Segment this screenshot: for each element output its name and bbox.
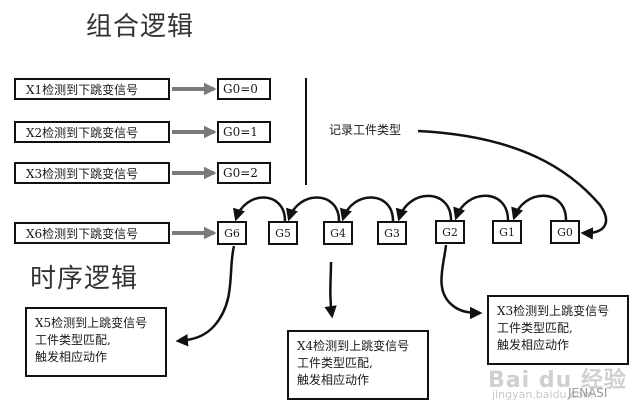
shift-arrow-g1-g2 bbox=[453, 194, 510, 221]
register-label: G4 bbox=[330, 226, 346, 240]
output-arrow-g6 bbox=[175, 245, 236, 347]
input-box-x3: X3检测到下跳变信号 bbox=[14, 162, 170, 184]
output-arrow-g2 bbox=[440, 244, 483, 320]
output-box-x5: X5检测到上跳变信号 工件类型匹配, 触发相应动作 bbox=[25, 307, 167, 377]
register-g3: G3 bbox=[377, 221, 407, 245]
register-g1: G1 bbox=[492, 220, 522, 244]
assign-box-g0-2: G0=2 bbox=[217, 162, 271, 184]
output-box-x3: X3检测到上跳变信号 工件类型匹配, 触发相应动作 bbox=[487, 295, 629, 365]
assign-label: G0=2 bbox=[223, 166, 258, 180]
input-box-x1: X1检测到下跳变信号 bbox=[14, 78, 170, 100]
output-line: 触发相应动作 bbox=[297, 373, 370, 387]
output-line: 工件类型匹配, bbox=[35, 333, 111, 347]
output-line: X5检测到上跳变信号 bbox=[35, 316, 148, 330]
output-line: X4检测到上跳变信号 bbox=[297, 339, 410, 353]
register-g5: G5 bbox=[268, 221, 298, 245]
watermark-brand: Bai du 经验 bbox=[488, 368, 627, 393]
watermark-url: jingyan.baidu.com bbox=[492, 388, 594, 401]
register-label: G2 bbox=[442, 225, 458, 239]
input-label: X3检测到下跳变信号 bbox=[26, 166, 139, 181]
record-arrow bbox=[417, 129, 608, 240]
output-line: 触发相应动作 bbox=[497, 338, 570, 352]
input-box-x6: X6检测到下跳变信号 bbox=[14, 222, 170, 244]
register-label: G1 bbox=[499, 225, 515, 239]
record-workpiece-type-label: 记录工件类型 bbox=[329, 123, 402, 137]
register-g4: G4 bbox=[323, 221, 353, 245]
output-arrow-g4 bbox=[324, 261, 337, 319]
combinational-logic-title: 组合逻辑 bbox=[86, 12, 195, 42]
register-g2: G2 bbox=[435, 220, 465, 244]
register-label: G6 bbox=[224, 226, 240, 240]
sequential-logic-title: 时序逻辑 bbox=[30, 264, 139, 294]
assign-label: G0=0 bbox=[223, 82, 258, 96]
shift-arrow-g3-g4 bbox=[340, 196, 395, 222]
watermark-author: JENASI bbox=[568, 386, 608, 400]
input-label: X1检测到下跳变信号 bbox=[26, 82, 139, 97]
register-g6: G6 bbox=[217, 221, 247, 245]
output-line: 触发相应动作 bbox=[35, 350, 108, 364]
assign-box-g0-0: G0=0 bbox=[217, 78, 271, 100]
shift-arrow-g0-g1 bbox=[511, 194, 568, 221]
register-label: G3 bbox=[384, 226, 400, 240]
output-line: 工件类型匹配, bbox=[297, 356, 373, 370]
assign-label: G0=1 bbox=[223, 125, 258, 139]
shift-arrow-g2-g3 bbox=[395, 194, 453, 222]
shift-arrow-g5-g6 bbox=[233, 196, 287, 222]
input-box-x2: X2检测到下跳变信号 bbox=[14, 121, 170, 143]
output-line: 工件类型匹配, bbox=[497, 321, 573, 335]
register-label: G0 bbox=[557, 225, 573, 239]
output-box-x4: X4检测到上跳变信号 工件类型匹配, 触发相应动作 bbox=[287, 330, 429, 400]
assign-box-g0-1: G0=1 bbox=[217, 121, 271, 143]
input-label: X6检测到下跳变信号 bbox=[26, 226, 139, 241]
shift-arrow-g4-g5 bbox=[286, 196, 341, 222]
output-line: X3检测到上跳变信号 bbox=[497, 304, 610, 318]
register-label: G5 bbox=[275, 226, 291, 240]
register-g0: G0 bbox=[550, 220, 580, 244]
input-label: X2检测到下跳变信号 bbox=[26, 125, 139, 140]
